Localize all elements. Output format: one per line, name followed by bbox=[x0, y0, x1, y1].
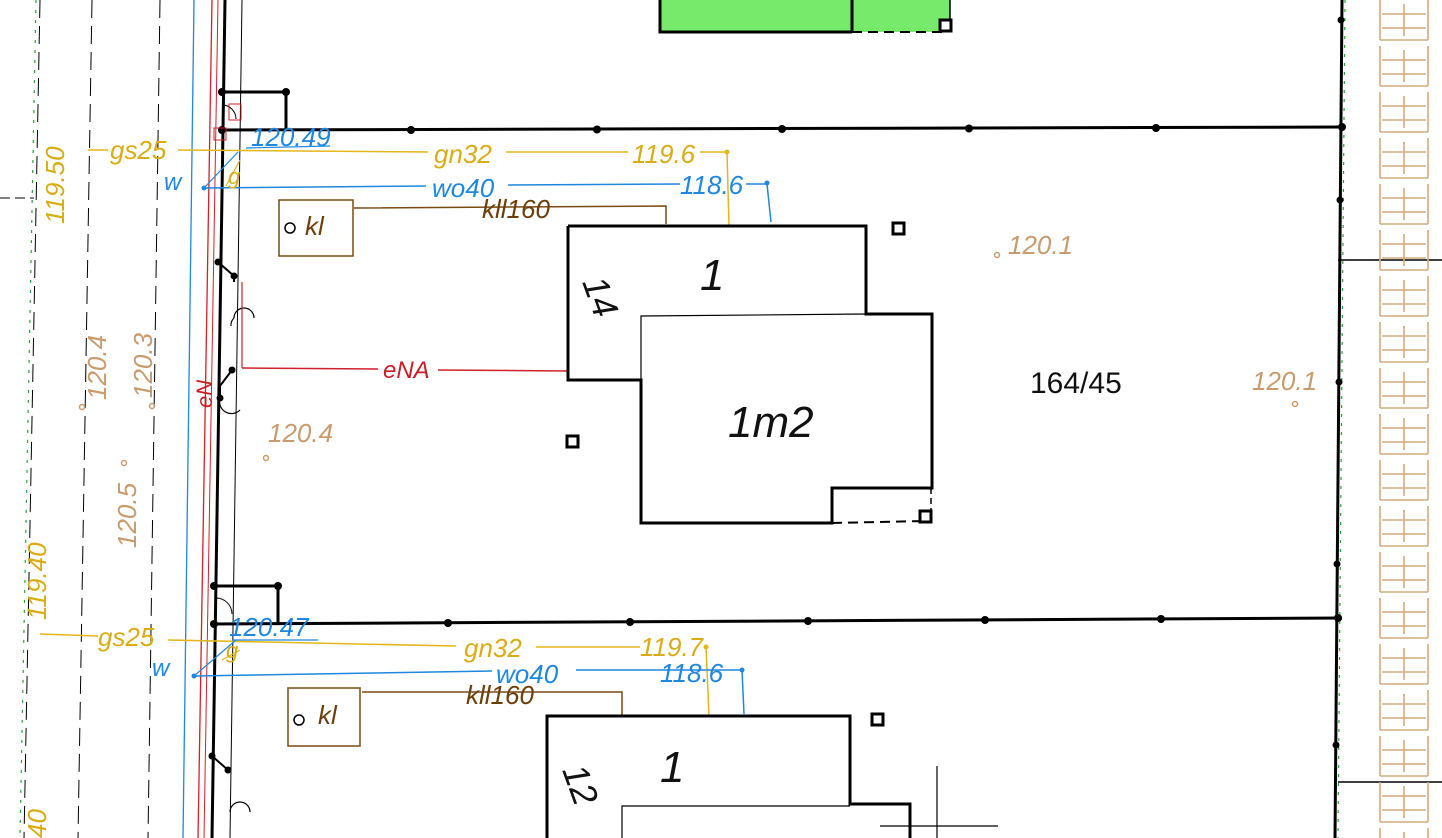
road-spot-height-2: 120.3 bbox=[128, 332, 158, 398]
elevation-point-label: 120.49 bbox=[251, 122, 331, 152]
elevation-point-label-lower: 120.47 bbox=[229, 612, 310, 642]
labels: 164/45 1m2 1 14 1 12 gs25 g gn32 119.6 w… bbox=[22, 122, 1317, 838]
gas-elev-label: 119.6 bbox=[632, 139, 696, 169]
building-storeys-m: 1m2 bbox=[728, 398, 814, 447]
gas-service-label-lower: gs25 bbox=[98, 622, 155, 652]
yard-spot-height-2: 120.1 bbox=[1008, 230, 1073, 260]
boundary-lower bbox=[213, 616, 1343, 626]
gas-service-line bbox=[177, 149, 429, 153]
water-elev-label-lower: 118.6 bbox=[660, 658, 724, 688]
water-main-line bbox=[182, 0, 195, 838]
gas-letter: g bbox=[228, 164, 241, 189]
road-edge-dashed-2 bbox=[77, 0, 93, 838]
green-boundary-left bbox=[19, 0, 37, 838]
sewer-service-line bbox=[353, 205, 667, 224]
survey-marker bbox=[565, 434, 580, 449]
road-elevation-2: 119.40 bbox=[22, 542, 52, 620]
road-elevation-3: 40 bbox=[22, 809, 52, 838]
manhole-label-lower: kl bbox=[318, 700, 338, 730]
gas-pipe-label: gn32 bbox=[434, 139, 492, 169]
electric-line-label: eNA bbox=[383, 357, 430, 384]
water-service-line bbox=[203, 185, 427, 189]
yard-spot-height-3: 120.1 bbox=[1252, 366, 1317, 396]
yard-spot-height: 120.4 bbox=[268, 418, 333, 448]
road-spot-height-3: 120.5 bbox=[112, 482, 142, 548]
lower-gate-detail bbox=[208, 582, 282, 813]
boundary-vertices bbox=[407, 16, 1346, 749]
upper-utility-services bbox=[88, 145, 772, 372]
water-letter: w bbox=[164, 169, 183, 196]
survey-marker bbox=[870, 712, 885, 727]
manhole-icon bbox=[284, 222, 296, 234]
gas-service-line-lower bbox=[167, 639, 457, 647]
lower-utility-services bbox=[39, 633, 745, 747]
sewer-pipe-label: kll160 bbox=[482, 194, 550, 224]
building-storeys: 1 bbox=[700, 251, 724, 300]
manhole-label: kl bbox=[305, 211, 325, 241]
water-letter-lower: w bbox=[152, 655, 171, 682]
manhole-box bbox=[278, 199, 354, 257]
building-12 bbox=[545, 712, 998, 838]
building-storeys-lower: 1 bbox=[660, 743, 684, 792]
road-edge-dashed-3 bbox=[147, 0, 161, 838]
building-14 bbox=[565, 221, 934, 525]
water-pipe-label-lower: wo40 bbox=[496, 659, 559, 689]
electric-main-line bbox=[197, 0, 213, 838]
fence-line bbox=[229, 0, 243, 838]
upper-gate-detail bbox=[213, 88, 290, 415]
road-edge-dashed bbox=[23, 0, 41, 838]
electric-main-line-2 bbox=[203, 0, 219, 838]
gas-pipe-label-lower: gn32 bbox=[464, 633, 522, 663]
parcel-number: 164/45 bbox=[1030, 367, 1122, 400]
water-pipe-label: wo40 bbox=[432, 173, 495, 203]
elevation-points bbox=[78, 251, 1299, 467]
road-elevation: 119.50 bbox=[40, 146, 70, 224]
boundary-rear bbox=[1333, 0, 1344, 838]
parcel-front-boundary bbox=[210, 0, 227, 838]
manhole-icon-lower bbox=[293, 714, 305, 726]
gas-elev-label-lower: 119.7 bbox=[640, 632, 705, 662]
gas-service-label: gs25 bbox=[110, 135, 167, 165]
neighbour-hatch-pattern bbox=[1379, 0, 1429, 838]
gas-letter-lower: g bbox=[226, 638, 239, 663]
parcel-boundaries bbox=[213, 0, 1442, 838]
building-number-lower: 12 bbox=[554, 759, 606, 811]
sewer-service-line-lower bbox=[362, 691, 623, 716]
survey-marker bbox=[891, 221, 906, 236]
electric-service-line bbox=[241, 367, 379, 370]
electric-letter: eN bbox=[192, 380, 217, 408]
sewer-pipe-label-lower: kll160 bbox=[466, 680, 534, 710]
manhole-box-lower bbox=[287, 687, 361, 747]
building-corner-marker bbox=[938, 18, 953, 33]
building-number: 14 bbox=[574, 271, 626, 323]
water-elev-label: 118.6 bbox=[680, 170, 744, 200]
road-spot-height: 120.4 bbox=[82, 335, 112, 400]
neighbour-building-top bbox=[658, 0, 953, 34]
water-service-line-lower bbox=[193, 670, 493, 677]
street-lines bbox=[0, 0, 243, 838]
